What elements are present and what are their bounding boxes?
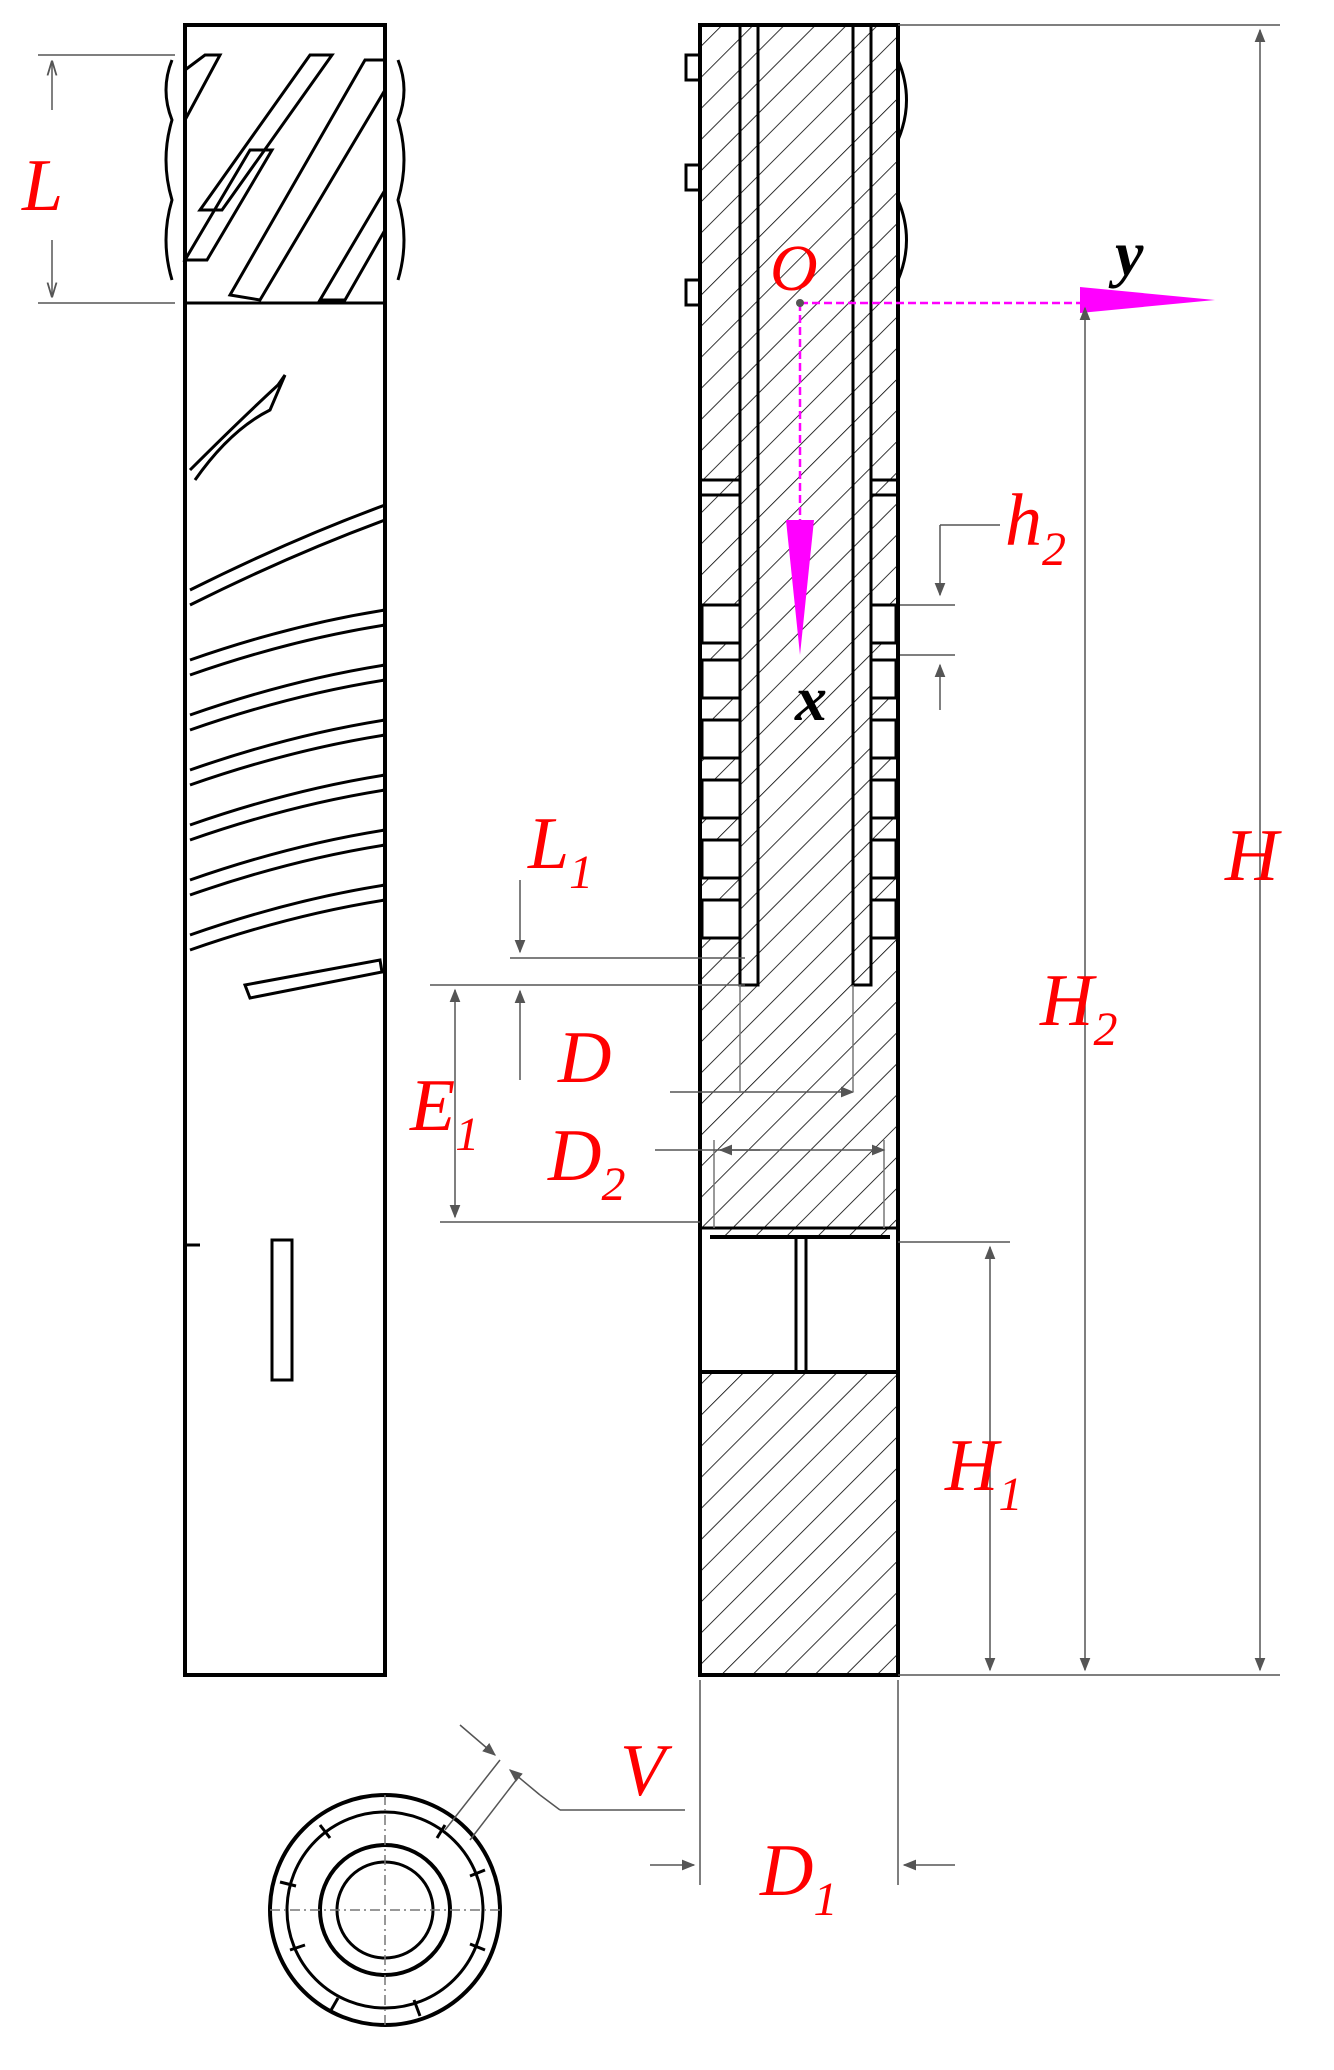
label-L: L: [21, 145, 63, 227]
dimension-H1: [898, 1241, 1010, 1672]
label-H2: H2: [1039, 960, 1117, 1056]
label-D: D: [557, 1017, 611, 1099]
x-axis-arrow: [786, 520, 814, 655]
label-x-axis: x: [794, 663, 827, 734]
exterior-view: [164, 23, 406, 1677]
dimension-D: [670, 985, 855, 1098]
exterior-slot: [270, 1238, 294, 1382]
spiral-head-grooves: [164, 53, 406, 302]
label-H: H: [1224, 815, 1282, 897]
upper-groove: [188, 374, 287, 481]
slot-boxes: [700, 603, 898, 940]
label-D1: D1: [759, 1830, 837, 1926]
dimension-L: [38, 54, 175, 304]
dimension-V: [444, 1724, 685, 1841]
section-outline: [698, 23, 900, 1677]
dimension-H: [898, 24, 1280, 1676]
label-E1: E1: [409, 1065, 479, 1161]
helical-ribs: [189, 503, 386, 1000]
dimension-D1: [650, 1680, 955, 1885]
dimension-h2: [900, 524, 1000, 710]
label-V: V: [620, 1730, 673, 1812]
y-axis-arrow: [1080, 287, 1215, 313]
coordinate-axes: [786, 287, 1215, 655]
label-D2: D2: [547, 1115, 625, 1211]
dimension-L1: [430, 880, 745, 1080]
end-view: [268, 1793, 502, 2027]
label-y-axis: y: [1108, 218, 1144, 289]
label-L1: L1: [527, 803, 593, 899]
label-H1: H1: [944, 1425, 1022, 1521]
label-h2: h2: [1005, 480, 1066, 576]
dimension-E1: [440, 988, 700, 1223]
exterior-outline: [183, 23, 387, 1677]
label-origin: O: [770, 232, 818, 305]
